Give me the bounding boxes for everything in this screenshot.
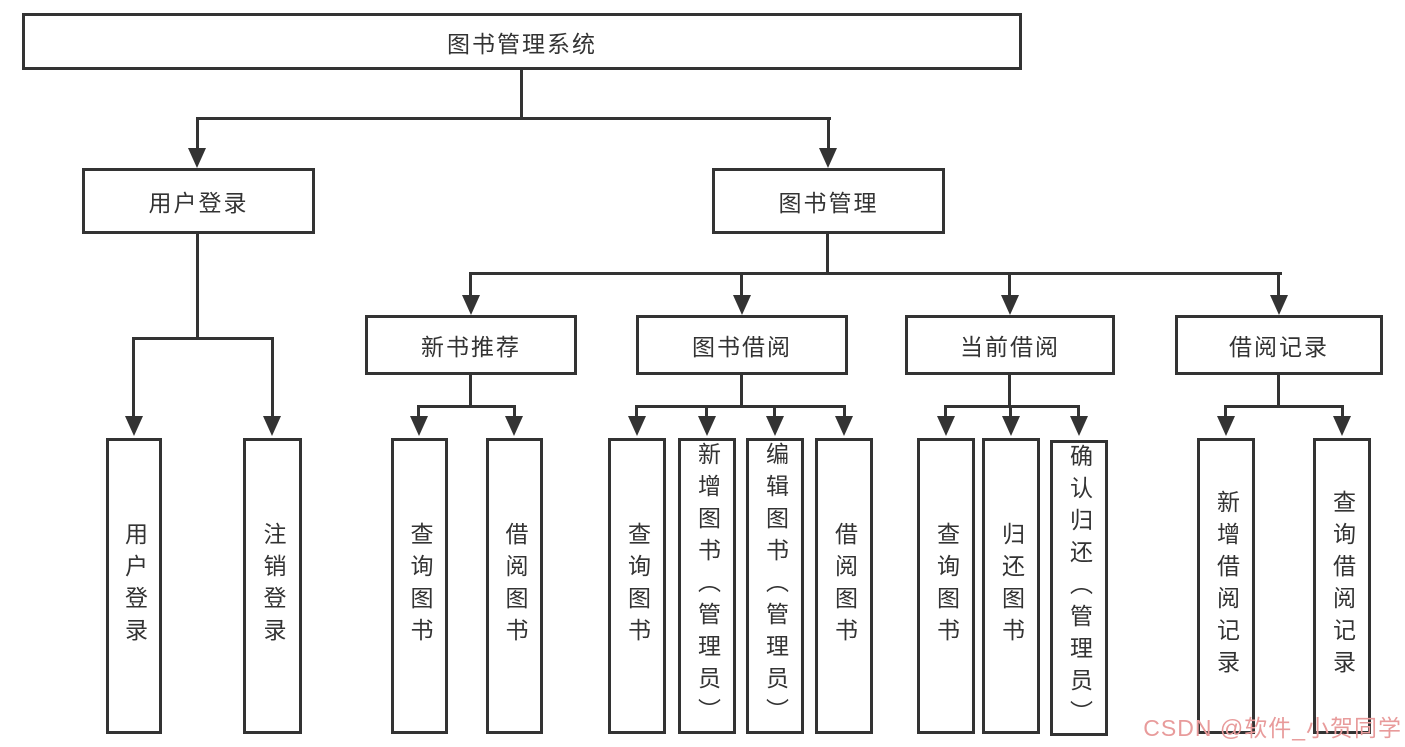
arrow-down-icon [188,148,206,168]
arrow-down-icon [1001,295,1019,315]
connector-line [1224,405,1344,408]
node-user-login: 用户登录 [82,168,315,234]
node-label: 借阅记录 [1229,334,1329,360]
connector-line [773,405,776,418]
connector-line [196,117,831,120]
connector-line [1009,405,1012,418]
leaf-label: 查询图书 [933,522,960,650]
leaf-label: 确认归还（管理员） [1066,444,1093,732]
connector-line [944,405,947,418]
connector-line [469,272,1282,275]
connector-line [520,68,523,120]
leaf-user-login: 用户登录 [106,438,162,734]
leaf-label: 新增借阅记录 [1213,490,1240,682]
leaf-query-borrow-record: 查询借阅记录 [1313,438,1371,734]
arrow-down-icon [835,416,853,436]
node-current-borrowing: 当前借阅 [905,315,1115,375]
connector-line [196,233,199,340]
arrow-down-icon [125,416,143,436]
leaf-edit-books-admin: 编辑图书（管理员） [746,438,804,734]
connector-line [635,405,846,408]
leaf-confirm-return-admin: 确认归还（管理员） [1050,440,1108,736]
connector-line [740,373,743,408]
connector-line [944,405,1080,408]
node-label: 图书管理系统 [447,30,597,57]
connector-line [417,405,420,418]
arrow-down-icon [628,416,646,436]
arrow-down-icon [1070,416,1088,436]
node-book-management: 图书管理 [712,168,945,234]
node-new-book-recommendation: 新书推荐 [365,315,577,375]
arrow-down-icon [766,416,784,436]
connector-line [1224,405,1227,418]
arrow-down-icon [505,416,523,436]
connector-line [740,272,743,297]
node-borrowing-records: 借阅记录 [1175,315,1383,375]
leaf-borrow-books: 借阅图书 [815,438,873,734]
watermark: CSDN @软件_小贺同学 [1143,715,1402,741]
connector-line [705,405,708,418]
node-book-borrowing: 图书借阅 [636,315,848,375]
arrow-down-icon [937,416,955,436]
leaf-label: 注销登录 [260,522,286,650]
connector-line [1077,405,1080,418]
arrow-down-icon [1002,416,1020,436]
connector-line [417,405,516,408]
node-label: 当前借阅 [960,334,1060,360]
connector-line [469,373,472,408]
leaf-label: 用户登录 [121,522,148,650]
connector-line [1008,373,1011,408]
connector-line [469,272,472,297]
arrow-down-icon [733,295,751,315]
node-label: 用户登录 [148,190,249,216]
connector-line [827,117,830,150]
leaf-logout: 注销登录 [243,438,302,734]
connector-line [1008,272,1011,297]
connector-line [826,233,829,275]
arrow-down-icon [1270,295,1288,315]
connector-line [1341,405,1344,418]
node-label: 图书管理 [778,190,879,216]
connector-line [196,117,199,150]
node-label: 新书推荐 [421,334,521,360]
leaf-label: 查询图书 [407,522,433,650]
leaf-label: 查询借阅记录 [1329,490,1356,682]
leaf-borrow-books: 借阅图书 [486,438,543,734]
leaf-query-books: 查询图书 [608,438,666,734]
node-label: 图书借阅 [692,334,792,360]
leaf-query-books: 查询图书 [917,438,975,734]
arrow-down-icon [263,416,281,436]
leaf-return-books: 归还图书 [982,438,1040,734]
connector-line [1277,373,1280,408]
leaf-label: 编辑图书（管理员） [762,442,789,730]
arrow-down-icon [1333,416,1351,436]
connector-line [271,337,274,418]
leaf-label: 借阅图书 [831,522,858,650]
leaf-label: 新增图书（管理员） [694,442,721,730]
leaf-add-books-admin: 新增图书（管理员） [678,438,736,734]
arrow-down-icon [698,416,716,436]
leaf-label: 归还图书 [998,522,1025,650]
connector-line [1277,272,1280,297]
arrow-down-icon [462,295,480,315]
leaf-query-books: 查询图书 [391,438,448,734]
connector-line [635,405,638,418]
leaf-add-borrow-record: 新增借阅记录 [1197,438,1255,734]
connector-line [132,337,274,340]
arrow-down-icon [1217,416,1235,436]
arrow-down-icon [410,416,428,436]
connector-line [132,337,135,418]
leaf-label: 借阅图书 [502,522,528,650]
node-library-management-system: 图书管理系统 [22,13,1022,70]
arrow-down-icon [819,148,837,168]
leaf-label: 查询图书 [624,522,651,650]
connector-line [843,405,846,418]
connector-line [513,405,516,418]
